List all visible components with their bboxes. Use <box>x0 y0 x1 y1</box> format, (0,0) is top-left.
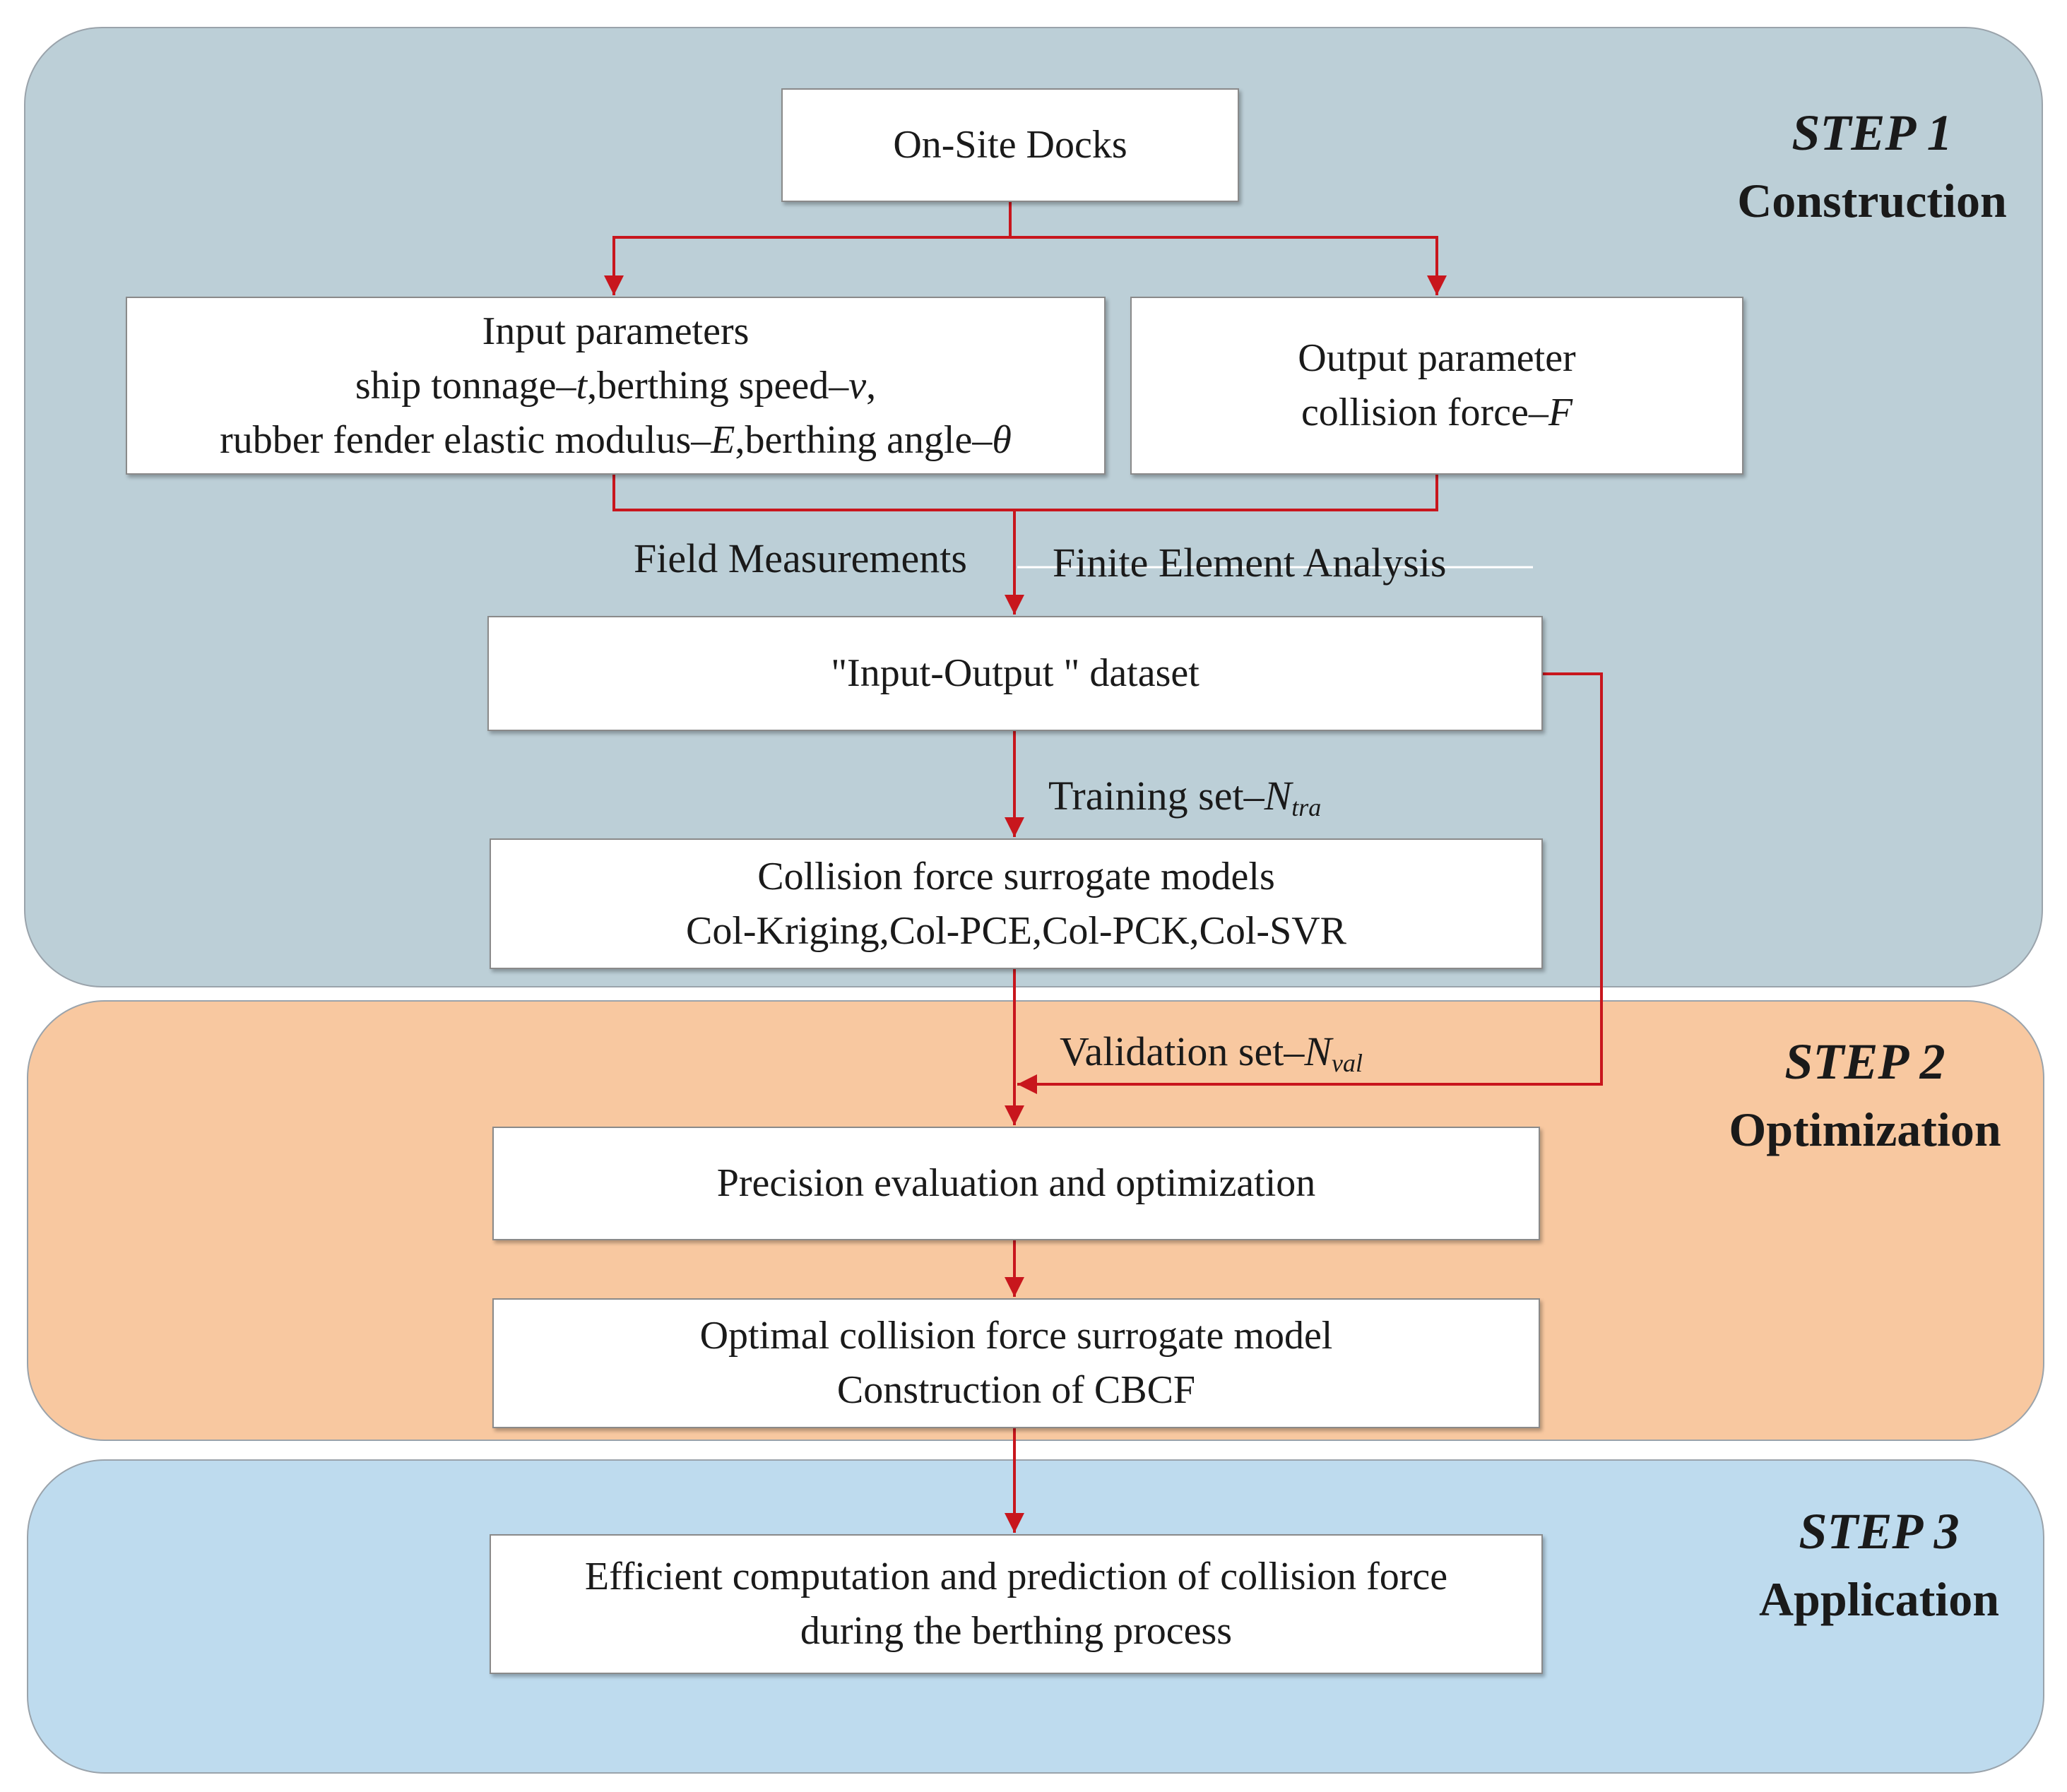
surrogate-models-line2: Col-Kriging,Col-PCE,Col-PCK,Col-SVR <box>685 908 1347 953</box>
training-set-label: Training set–Ntra <box>1048 773 1322 821</box>
fea-label: Finite Element Analysis <box>1053 540 1447 586</box>
input-merge-connector <box>612 475 1438 511</box>
optimal-model-line2: Construction of CBCF <box>836 1368 1196 1412</box>
step1-title: STEP 1 Construction <box>1724 99 2020 235</box>
step2-name: Optimization <box>1729 1103 2001 1156</box>
onsite-split-connector <box>604 202 1012 295</box>
validation-set-label: Validation set–Nval <box>1060 1028 1363 1077</box>
optimal-model-line1: Optimal collision force surrogate model <box>699 1314 1333 1358</box>
validation-loop-connector <box>1017 672 1603 1094</box>
step3-number: STEP 3 <box>1799 1503 1960 1560</box>
onsite-to-output-connector <box>1010 236 1447 295</box>
step3-title: STEP 3 Application <box>1724 1497 2035 1633</box>
onsite-docks-label: On-Site Docks <box>893 123 1127 167</box>
output-parameter-title: Output parameter <box>1298 336 1576 380</box>
step2-number: STEP 2 <box>1784 1033 1945 1090</box>
output-parameter-box: Output parameter collision force–F <box>1130 297 1743 475</box>
input-parameters-line2: ship tonnage–t,berthing speed–v, <box>355 363 877 408</box>
efficient-computation-line2: during the berthing process <box>800 1609 1233 1653</box>
dataset-label: "Input-Output " dataset <box>831 651 1200 695</box>
field-measurements-label: Field Measurements <box>634 535 967 581</box>
step1-name: Construction <box>1737 174 2007 227</box>
input-parameters-title: Input parameters <box>482 309 750 353</box>
surrogate-models-line1: Collision force surrogate models <box>757 854 1275 898</box>
step2-title: STEP 2 Optimization <box>1710 1028 2020 1163</box>
output-parameter-line2: collision force–F <box>1301 391 1573 434</box>
dataset-box: "Input-Output " dataset <box>487 616 1543 731</box>
optimal-model-box: Optimal collision force surrogate model … <box>492 1298 1540 1428</box>
onsite-docks-box: On-Site Docks <box>781 88 1239 202</box>
input-parameters-line3: rubber fender elastic modulus–E,berthing… <box>220 417 1012 462</box>
step1-number: STEP 1 <box>1791 105 1953 161</box>
precision-box: Precision evaluation and optimization <box>492 1127 1540 1240</box>
surrogate-models-box: Collision force surrogate models Col-Kri… <box>490 838 1543 969</box>
efficient-computation-line1: Efficient computation and prediction of … <box>584 1555 1448 1598</box>
efficient-computation-box: Efficient computation and prediction of … <box>490 1534 1543 1674</box>
step3-name: Application <box>1758 1572 2000 1626</box>
precision-label: Precision evaluation and optimization <box>716 1161 1316 1205</box>
input-parameters-box: Input parameters ship tonnage–t,berthing… <box>126 297 1106 475</box>
